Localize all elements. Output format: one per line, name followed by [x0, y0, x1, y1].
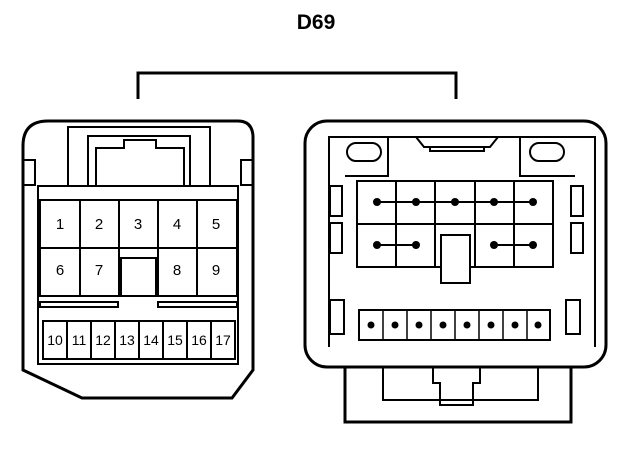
- pin-label: 11: [72, 332, 87, 348]
- terminal-dot: [391, 321, 399, 329]
- right-side-guide-right-bottom: [570, 222, 584, 254]
- pin-label: 16: [191, 332, 207, 348]
- left-separator-bar-left: [39, 301, 119, 308]
- left-connector: [21, 119, 255, 400]
- pin-label: 4: [173, 216, 181, 233]
- left-side-step-left: [23, 159, 36, 186]
- right-corner-hole-right: [529, 142, 565, 162]
- pin-label: 7: [95, 262, 103, 279]
- right-lower-dot-marks: [367, 321, 542, 329]
- left-lock-tab: [95, 139, 185, 186]
- right-upper-dots: [373, 198, 537, 206]
- pin-label: 8: [173, 262, 181, 279]
- pin-label: 14: [143, 332, 159, 348]
- left-keyway: [120, 257, 157, 297]
- terminal-dot: [534, 321, 542, 329]
- right-bottom-guide-left: [329, 299, 345, 335]
- left-separator-bar-right: [157, 301, 238, 308]
- pin-label: 3: [134, 216, 142, 233]
- pin-label: 2: [95, 216, 103, 233]
- pin-label: 12: [95, 332, 111, 348]
- terminal-dot: [511, 321, 519, 329]
- right-side-guide-right-top: [570, 185, 584, 217]
- right-lower-housing: [343, 367, 573, 424]
- right-connector: [303, 119, 608, 424]
- right-side-guide-left-top: [329, 185, 343, 217]
- pairing-bracket: [136, 71, 458, 99]
- terminal-dot: [367, 321, 375, 329]
- right-lower-dots: [382, 310, 528, 340]
- right-side-guide-left-bottom: [329, 222, 343, 254]
- right-corner-hole-left: [346, 142, 382, 162]
- right-lower-lock-tab: [432, 367, 481, 406]
- right-top-latch-slot: [429, 146, 485, 152]
- terminal-dot: [463, 321, 471, 329]
- pin-label: 10: [47, 332, 63, 348]
- left-side-step-right: [240, 159, 253, 186]
- right-connector-body: [303, 119, 608, 369]
- left-lock-latch: [67, 126, 211, 186]
- terminal-dot: [487, 321, 495, 329]
- left-connector-body: [21, 119, 255, 400]
- pin-label: 1: [56, 216, 64, 233]
- left-lock-latch-inner: [87, 135, 191, 186]
- right-lower-housing-inner: [382, 367, 539, 401]
- right-keyway: [440, 234, 471, 284]
- left-lower-pin-labels: 10 11 12 13 14 15 16 17: [47, 332, 231, 348]
- pin-label: 6: [56, 262, 64, 279]
- left-pin-labels: 1 2 3 4 5 6 7 8 9: [56, 216, 220, 279]
- pin-label: 13: [119, 332, 135, 348]
- right-bottom-guide-right: [565, 299, 581, 335]
- right-inner-step: [345, 137, 575, 177]
- terminal-dot: [415, 321, 423, 329]
- pin-label: 9: [212, 262, 220, 279]
- pin-label: 5: [212, 216, 220, 233]
- right-middle-dots: [373, 241, 537, 249]
- pin-label: 15: [167, 332, 183, 348]
- diagram-title: D69: [297, 11, 336, 34]
- terminal-dot: [439, 321, 447, 329]
- pin-label: 17: [215, 332, 231, 348]
- right-top-latch: [415, 136, 499, 148]
